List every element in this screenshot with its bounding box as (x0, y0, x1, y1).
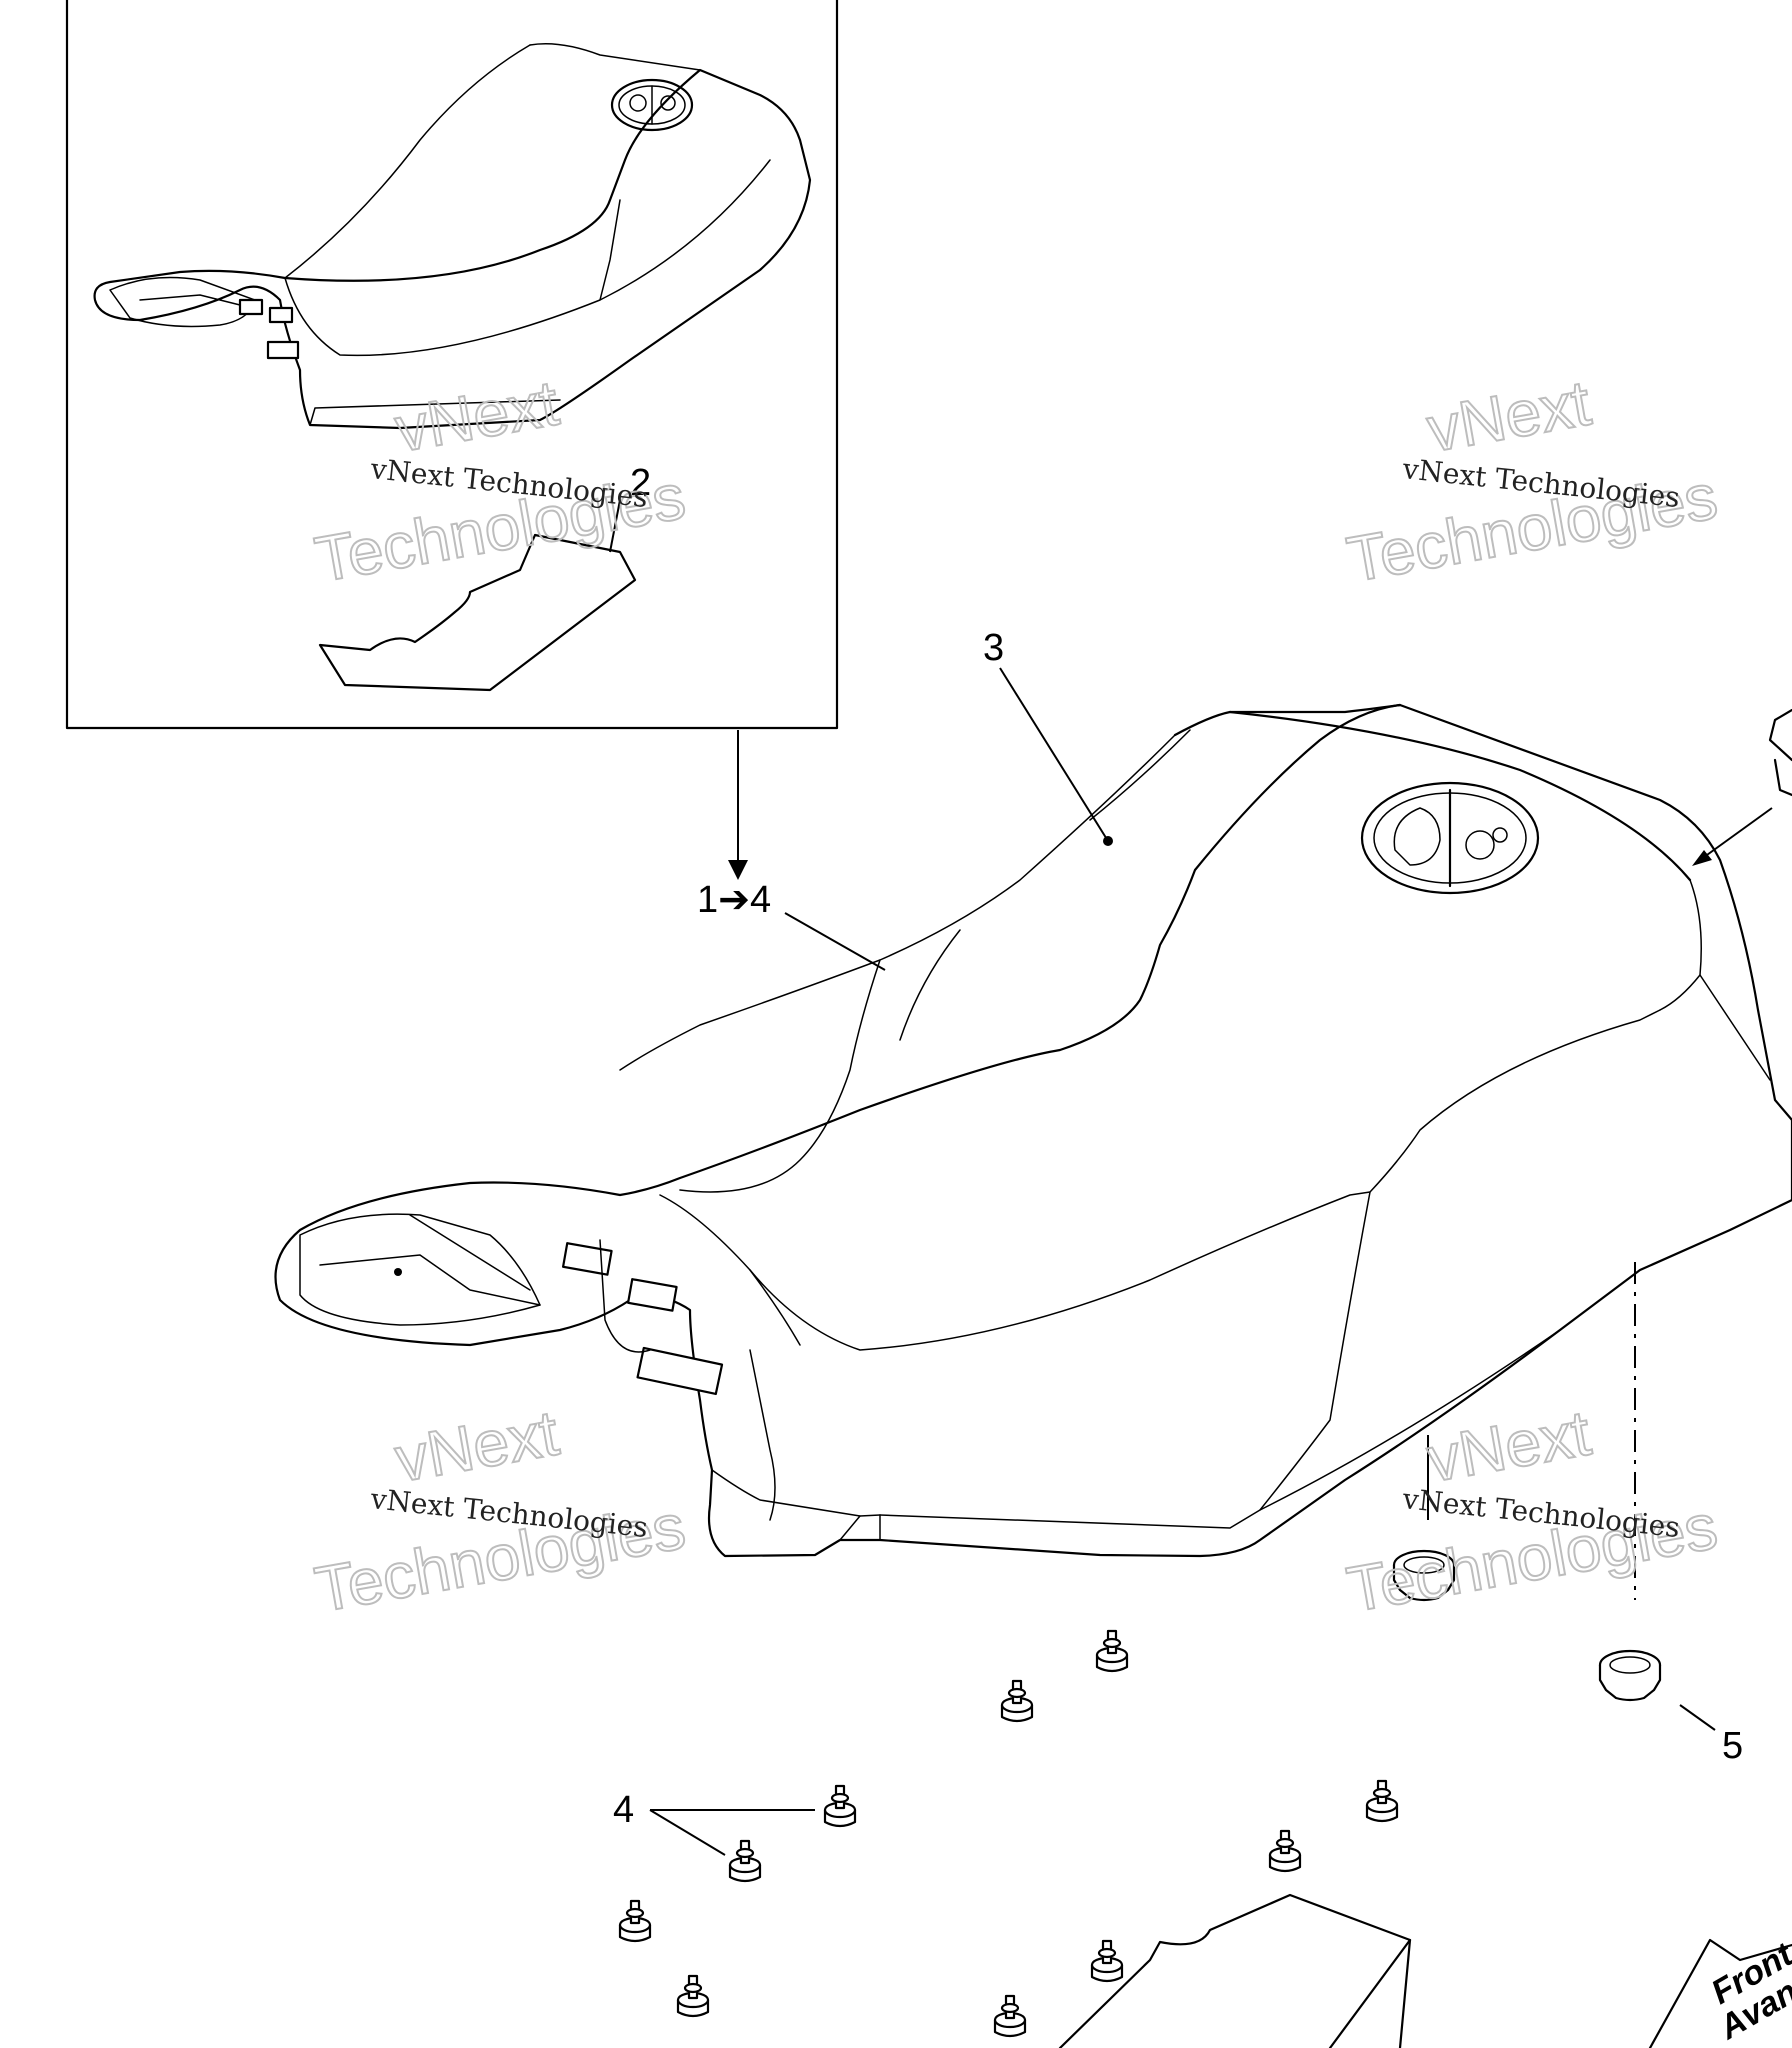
callout-part-3: 3 (983, 627, 1004, 669)
grommet-group-part-4 (618, 1629, 1399, 2038)
callout-assembly-1-4: 1➔4 (697, 879, 771, 921)
grommet (1000, 1679, 1034, 1723)
inset-seat-drawing (93, 43, 812, 430)
front-direction-marker: Front Avant (1648, 1935, 1792, 2048)
watermark-vnext: vNext (1422, 366, 1596, 465)
part-2-decal (318, 499, 637, 692)
watermark-bottom-right: vNext Technologies vNext Technologies (1341, 1395, 1723, 1626)
watermark-vnext: vNext (390, 1396, 564, 1495)
watermark-bottom-left: vNext Technologies vNext Technologies (309, 1395, 691, 1626)
grommet (1090, 1939, 1124, 1983)
nut-part-5 (1392, 1549, 1662, 1702)
callout-part-5: 5 (1722, 1725, 1743, 1767)
lower-decal-outline (1058, 1893, 1412, 2048)
watermark-vnext: vNext (390, 366, 564, 465)
seat-emblem (1360, 781, 1540, 895)
grommet (1365, 1779, 1399, 1823)
watermark-top-left: vNext Technologies vNext Technologies (309, 365, 691, 596)
grommet (728, 1839, 762, 1883)
grommet (1095, 1629, 1129, 1673)
callout-part-4: 4 (613, 1789, 634, 1831)
inset-assembly-view (65, 0, 839, 730)
callout-part-2: 2 (630, 462, 651, 504)
callout-leaders (649, 667, 1716, 1856)
grommet (993, 1994, 1027, 2038)
grommet (823, 1784, 857, 1828)
inset-frame (65, 0, 839, 730)
watermark-top-right: vNext Technologies vNext Technologies (1341, 365, 1723, 596)
side-bracket-partial (1692, 708, 1792, 866)
grommet (676, 1974, 710, 2018)
grommet (1268, 1829, 1302, 1873)
grommet (618, 1899, 652, 1943)
main-seat (274, 703, 1792, 1558)
